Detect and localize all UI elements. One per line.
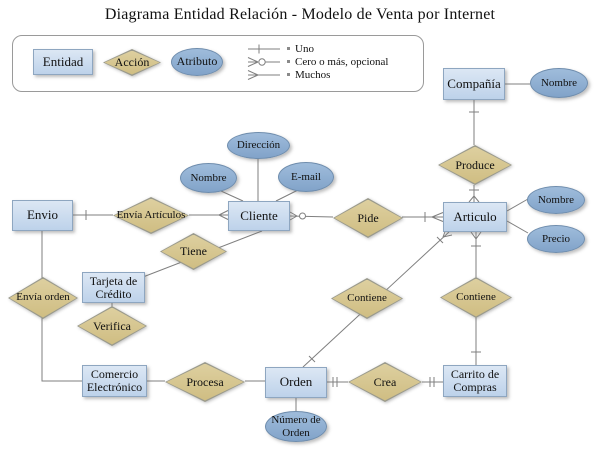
edge-cliente-pide (289, 211, 334, 221)
entity-tarjeta-credito-label: Tarjeta de Crédito (89, 273, 138, 301)
edge-articulo-precio (506, 220, 529, 234)
entity-cliente-label: Cliente (240, 207, 278, 223)
attribute-nombre-cliente-label: Nombre (190, 171, 227, 184)
action-envia-orden: Envía orden (8, 277, 78, 319)
many-marker (470, 231, 482, 240)
attribute-nombre-cliente: Nombre (180, 163, 237, 193)
attribute-email-label: E-mail (291, 170, 321, 183)
action-procesa: Procesa (165, 362, 245, 402)
bullet-icon (287, 60, 290, 63)
legend-action-label: Acción (114, 55, 150, 70)
action-envia-articulos: Envía Artículos (113, 197, 189, 234)
legend-many-label: Muchos (295, 68, 331, 81)
action-produce: Produce (438, 145, 512, 185)
one-one-marker (429, 377, 435, 387)
action-crea: Crea (348, 362, 422, 402)
bullet-icon (287, 73, 290, 76)
attribute-numero-orden: Número de Orden (265, 411, 327, 442)
entity-carrito-compras: Carrito de Compras (443, 365, 507, 397)
edge-orden-crea (327, 377, 348, 387)
action-pide-label: Pide (357, 210, 379, 225)
action-pide: Pide (333, 198, 403, 238)
legend-attribute-label: Atributo (176, 54, 218, 69)
page-title: Diagrama Entidad Relación - Modelo de Ve… (104, 6, 496, 23)
edge-envia-articulos-cliente (189, 210, 229, 220)
entity-comercio-electronico-label: Comercio Electrónico (86, 367, 143, 394)
action-tiene: Tiene (160, 233, 227, 270)
entity-cliente: Cliente (228, 201, 290, 231)
legend-row-one: Uno (247, 42, 314, 55)
attribute-nombre-articulo-label: Nombre (537, 193, 575, 206)
edge-compania-produce (469, 100, 479, 145)
entity-orden: Orden (265, 367, 327, 398)
action-contiene-carrito: Contiene (440, 277, 512, 318)
attribute-direccion-label: Dirección (236, 139, 281, 152)
entity-articulo: Articulo (443, 202, 507, 232)
legend-entity-label: Entidad (42, 53, 84, 69)
legend-row-zero-or-more: Cero o más, opcional (247, 55, 388, 68)
action-procesa-label: Procesa (186, 374, 224, 389)
one-marker (436, 236, 444, 244)
one-marker (308, 355, 316, 363)
attribute-precio: Precio (527, 225, 585, 253)
edge-cliente-email (275, 189, 299, 202)
action-contiene-carrito-label: Contiene (456, 290, 496, 303)
many-cardinality-icon (247, 69, 280, 80)
action-envia-orden-label: Envía orden (16, 291, 70, 304)
one-cardinality-icon (248, 44, 280, 53)
legend-one-label: Uno (295, 42, 314, 55)
action-verifica: Verifica (77, 306, 147, 346)
legend-row-many: Muchos (247, 68, 330, 81)
entity-orden-label: Orden (279, 374, 313, 390)
many-marker (289, 211, 298, 221)
action-envia-articulos-label: Envía Artículos (116, 208, 186, 221)
edge-crea-carrito (422, 377, 443, 387)
attribute-email: E-mail (278, 162, 334, 192)
legend-box: Entidad Acción Atributo Uno Cero o más, … (12, 35, 424, 92)
legend-attribute-sample: Atributo (171, 48, 223, 76)
legend-action-sample: Acción (103, 49, 161, 76)
edge-pide-articulo (402, 212, 444, 222)
entity-compania: Compañía (443, 68, 505, 100)
legend-entity-sample: Entidad (33, 49, 93, 75)
action-verifica-label: Verifica (93, 318, 131, 333)
many-marker (468, 195, 480, 203)
many-marker (218, 210, 229, 220)
action-tiene-label: Tiene (180, 244, 207, 259)
entity-envio: Envio (12, 200, 73, 231)
entity-tarjeta-credito: Tarjeta de Crédito (82, 272, 145, 303)
action-contiene-orden: Contiene (331, 278, 403, 319)
entity-articulo-label: Articulo (453, 208, 497, 224)
bullet-icon (287, 47, 290, 50)
legend-zero-or-more-label: Cero o más, opcional (295, 55, 389, 68)
edge-envio-envia-articulos (73, 210, 113, 220)
entity-carrito-compras-label: Carrito de Compras (450, 367, 500, 394)
action-crea-label: Crea (373, 374, 397, 389)
attribute-numero-orden-label: Número de Orden (271, 414, 321, 439)
edge-produce-articulo (468, 185, 480, 203)
zero-optional-marker (299, 212, 306, 220)
entity-envio-label: Envio (26, 207, 59, 223)
attribute-nombre-compania: Nombre (530, 68, 588, 98)
attribute-nombre-articulo: Nombre (527, 186, 585, 214)
entity-compania-label: Compañía (447, 75, 501, 91)
edge-articulo-nombre (506, 198, 529, 212)
entity-comercio-electronico: Comercio Electrónico (82, 365, 147, 397)
attribute-precio-label: Precio (541, 232, 571, 245)
one-one-marker (332, 377, 338, 387)
many-marker (431, 212, 444, 222)
action-contiene-orden-label: Contiene (347, 291, 387, 304)
attribute-direccion: Dirección (227, 132, 290, 159)
action-produce-label: Produce (455, 157, 495, 172)
edge-cliente-nombre (220, 190, 244, 202)
zero-or-more-cardinality-icon (247, 56, 280, 67)
attribute-nombre-compania-label: Nombre (540, 76, 578, 89)
